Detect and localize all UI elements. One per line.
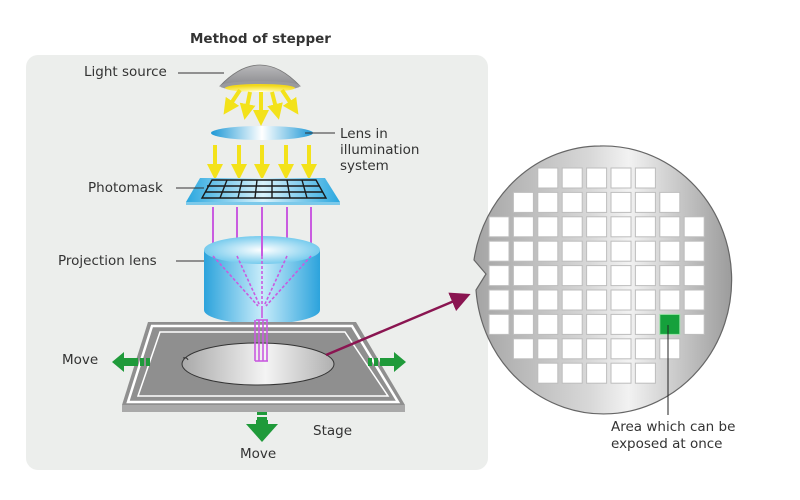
photomask-label: Photomask xyxy=(88,180,163,196)
die-cell xyxy=(610,240,632,262)
die-cell xyxy=(586,289,608,311)
die-cell xyxy=(634,240,656,262)
die-cell xyxy=(659,216,681,238)
die-cell xyxy=(683,289,705,311)
die-cell xyxy=(537,265,559,287)
light-rays-icon xyxy=(223,88,299,126)
illumination-lens-icon xyxy=(211,126,313,140)
magnified-wafer-icon xyxy=(473,145,733,415)
die-cell xyxy=(634,313,656,335)
die-grid xyxy=(488,167,705,384)
die-cell xyxy=(561,216,583,238)
die-cell xyxy=(610,265,632,287)
die-cell xyxy=(610,338,632,360)
die-cell xyxy=(659,240,681,262)
die-cell xyxy=(512,289,534,311)
move-left-arrow-icon xyxy=(112,352,150,372)
move-down-arrow-icon xyxy=(246,412,278,442)
die-cell xyxy=(561,313,583,335)
die-cell xyxy=(537,216,559,238)
die-cell xyxy=(610,216,632,238)
die-cell xyxy=(537,191,559,213)
die-cell xyxy=(586,338,608,360)
die-cell xyxy=(659,289,681,311)
projection-lens-icon xyxy=(204,218,320,324)
die-cell xyxy=(561,265,583,287)
exposure-area-die xyxy=(659,313,681,335)
die-cell xyxy=(586,216,608,238)
diagram-title: Method of stepper xyxy=(190,31,331,47)
die-cell xyxy=(610,362,632,384)
die-cell xyxy=(586,191,608,213)
photomask-icon xyxy=(186,178,340,205)
die-cell xyxy=(586,167,608,189)
die-cell xyxy=(561,240,583,262)
die-cell xyxy=(488,289,510,311)
lens-illumination-label-line3: system xyxy=(340,158,389,174)
die-cell xyxy=(634,216,656,238)
exposure-area-label-line1: Area which can be xyxy=(611,419,736,435)
die-cell xyxy=(634,191,656,213)
die-cell xyxy=(586,313,608,335)
move-down-label: Move xyxy=(240,446,277,462)
die-cell xyxy=(512,313,534,335)
exposure-area-label-line2: exposed at once xyxy=(611,436,723,452)
die-cell xyxy=(512,240,534,262)
die-cell xyxy=(537,362,559,384)
die-cell xyxy=(659,338,681,360)
light-source-icon xyxy=(219,64,301,92)
die-cell xyxy=(586,362,608,384)
die-cell xyxy=(683,265,705,287)
die-cell xyxy=(659,265,681,287)
die-cell xyxy=(537,240,559,262)
die-cell xyxy=(537,167,559,189)
die-cell xyxy=(488,240,510,262)
parallel-light-rays-icon xyxy=(207,145,317,180)
die-cell xyxy=(610,191,632,213)
die-cell xyxy=(634,362,656,384)
die-cell xyxy=(610,289,632,311)
die-cell xyxy=(683,216,705,238)
die-cell xyxy=(512,265,534,287)
die-cell xyxy=(610,167,632,189)
die-cell xyxy=(488,216,510,238)
die-cell xyxy=(488,313,510,335)
move-right-arrow-icon xyxy=(368,352,406,372)
die-cell xyxy=(586,240,608,262)
lens-illumination-label-line1: Lens in xyxy=(340,126,388,142)
die-cell xyxy=(586,265,608,287)
die-cell xyxy=(561,191,583,213)
die-cell xyxy=(634,289,656,311)
die-cell xyxy=(683,313,705,335)
stage-label: Stage xyxy=(313,423,353,439)
wafer-on-stage-icon xyxy=(181,342,335,390)
die-cell xyxy=(561,362,583,384)
die-cell xyxy=(659,191,681,213)
die-cell xyxy=(512,338,534,360)
projection-lens-label: Projection lens xyxy=(58,253,157,269)
die-cell xyxy=(561,338,583,360)
die-cell xyxy=(561,167,583,189)
die-cell xyxy=(512,216,534,238)
die-cell xyxy=(610,313,632,335)
die-cell xyxy=(512,191,534,213)
die-cell xyxy=(537,313,559,335)
magnify-pointer-arrow xyxy=(325,292,471,357)
die-cell xyxy=(537,338,559,360)
die-cell xyxy=(634,338,656,360)
focused-beam-icon xyxy=(254,306,268,362)
die-cell xyxy=(488,265,510,287)
die-cell xyxy=(683,240,705,262)
die-cell xyxy=(634,167,656,189)
light-source-label: Light source xyxy=(84,64,167,80)
move-left-label: Move xyxy=(62,352,99,368)
lens-illumination-label-line2: illumination xyxy=(340,142,420,158)
die-cell xyxy=(634,265,656,287)
die-cell xyxy=(561,289,583,311)
die-cell xyxy=(537,289,559,311)
